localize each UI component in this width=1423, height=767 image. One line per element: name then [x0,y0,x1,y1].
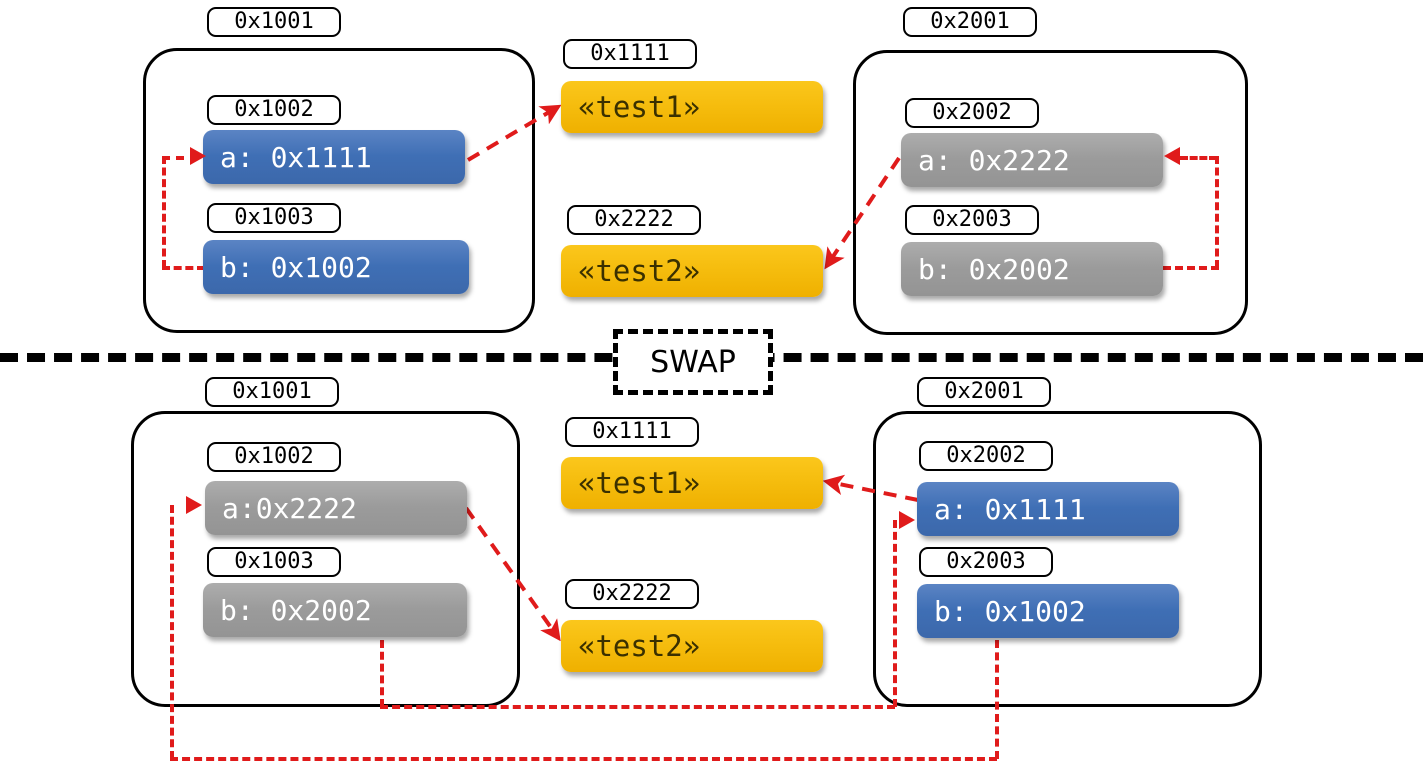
before-left-loop-top [162,156,198,160]
before-heap0-value: «test1» [561,81,823,133]
before-left-slot0-address: 0x1002 [207,95,341,125]
after-cross-left-down [380,640,384,707]
before-heap1-address: 0x2222 [567,205,701,235]
before-right-slot0-value: a: 0x2222 [901,133,1163,187]
before-right-loop-bottom [1163,266,1219,270]
after-cross-right-up [893,520,897,707]
before-right-slot1-value: b: 0x2002 [901,242,1163,296]
before-heap1-value: «test2» [561,245,823,297]
after-left-slot0-value: a:0x2222 [205,481,467,535]
before-left-loop-arrowhead [190,147,206,165]
before-right-slot1-address: 0x2003 [905,205,1039,235]
after-right-slot1-address: 0x2003 [919,547,1053,577]
after-left-slot1-value: b: 0x2002 [203,583,467,637]
after-cross-mid [380,705,895,709]
after-left-slot0-address: 0x1002 [207,442,341,472]
before-left-slot1-value: b: 0x1002 [203,240,469,294]
before-left-region-address: 0x1001 [207,7,341,37]
after-left-arrowhead [186,496,202,514]
after-right-arrowhead [899,511,915,529]
before-left-slot0-value: a: 0x1111 [203,130,465,184]
before-right-loop-top [1180,156,1217,160]
before-left-loop-riser [162,156,166,268]
after-left-slot1-address: 0x1003 [207,547,341,577]
before-left-loop-bottom [162,266,205,270]
after-right-slot0-address: 0x2002 [919,441,1053,471]
after-heap0-value: «test1» [561,457,823,509]
before-right-region-address: 0x2001 [903,7,1037,37]
before-right-loop-arrowhead [1164,147,1180,165]
swap-label-box: SWAP [613,329,773,395]
before-heap0-address: 0x1111 [563,39,697,69]
after-cross-bottom [170,757,997,761]
after-heap1-address: 0x2222 [565,579,699,609]
after-heap1-value: «test2» [561,620,823,672]
after-cross-left-up [170,505,174,759]
after-cross-right-down [995,640,999,759]
before-right-loop-riser [1215,156,1219,268]
after-heap0-address: 0x1111 [565,417,699,447]
before-right-slot0-address: 0x2002 [905,98,1039,128]
swap-label: SWAP [650,344,736,380]
before-left-slot1-address: 0x1003 [207,203,341,233]
after-right-slot0-value: a: 0x1111 [917,482,1179,536]
after-left-region-address: 0x1001 [205,377,339,407]
after-right-region-address: 0x2001 [917,377,1051,407]
after-right-slot1-value: b: 0x1002 [917,584,1179,638]
